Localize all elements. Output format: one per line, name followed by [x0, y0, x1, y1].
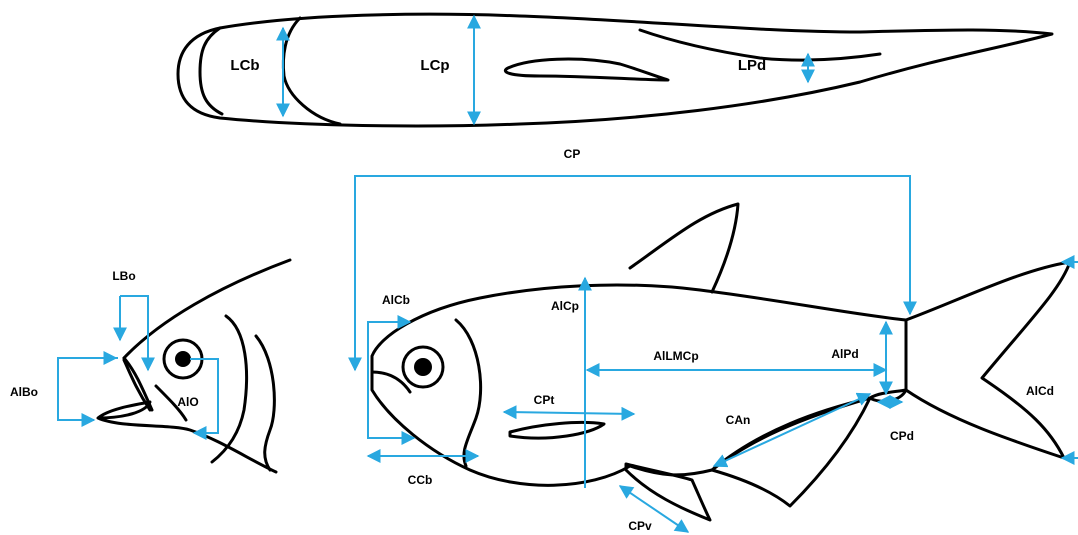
label-lcp: LCp	[420, 57, 449, 74]
label-alpd: AlPd	[831, 347, 858, 361]
lateral-tail-fin	[906, 262, 1070, 458]
label-lbo: LBo	[112, 269, 135, 283]
cp-bracket	[355, 176, 910, 370]
head-lower-jaw	[98, 402, 276, 472]
label-alcd: AlCd	[1026, 384, 1054, 398]
label-alcb: AlCb	[382, 293, 410, 307]
label-ccb: CCb	[408, 473, 433, 487]
head-mouth-line	[124, 360, 150, 410]
label-lcb: LCb	[230, 57, 259, 74]
label-alo: AlO	[177, 395, 198, 409]
head-pupil	[175, 351, 191, 367]
dorsal-pectoral-fin	[505, 59, 668, 80]
lateral-pectoral-fin	[510, 422, 604, 438]
label-alcp: AlCp	[551, 299, 579, 313]
label-albo: AlBo	[10, 385, 38, 399]
label-can: CAn	[726, 413, 751, 427]
label-cpd: CPd	[890, 429, 914, 443]
cpt-arrow	[504, 412, 634, 414]
dorsal-center-line	[640, 30, 880, 60]
lateral-pupil	[414, 358, 432, 376]
head-gill-edge	[256, 336, 274, 470]
lateral-gill-cover	[456, 320, 481, 466]
dorsal-view	[178, 14, 1052, 126]
label-cpt: CPt	[534, 393, 555, 407]
label-allmcp: AlLMCp	[653, 349, 698, 363]
dorsal-gill-line	[283, 18, 340, 124]
label-cp: CP	[564, 147, 581, 161]
dorsal-head-line	[200, 28, 222, 114]
lateral-view	[372, 204, 1070, 520]
head-closeup	[98, 260, 290, 472]
can-arrow	[714, 394, 870, 466]
lateral-dorsal-fin	[630, 204, 738, 292]
label-cpv: CPv	[628, 519, 652, 533]
label-lpd: LPd	[738, 57, 766, 74]
